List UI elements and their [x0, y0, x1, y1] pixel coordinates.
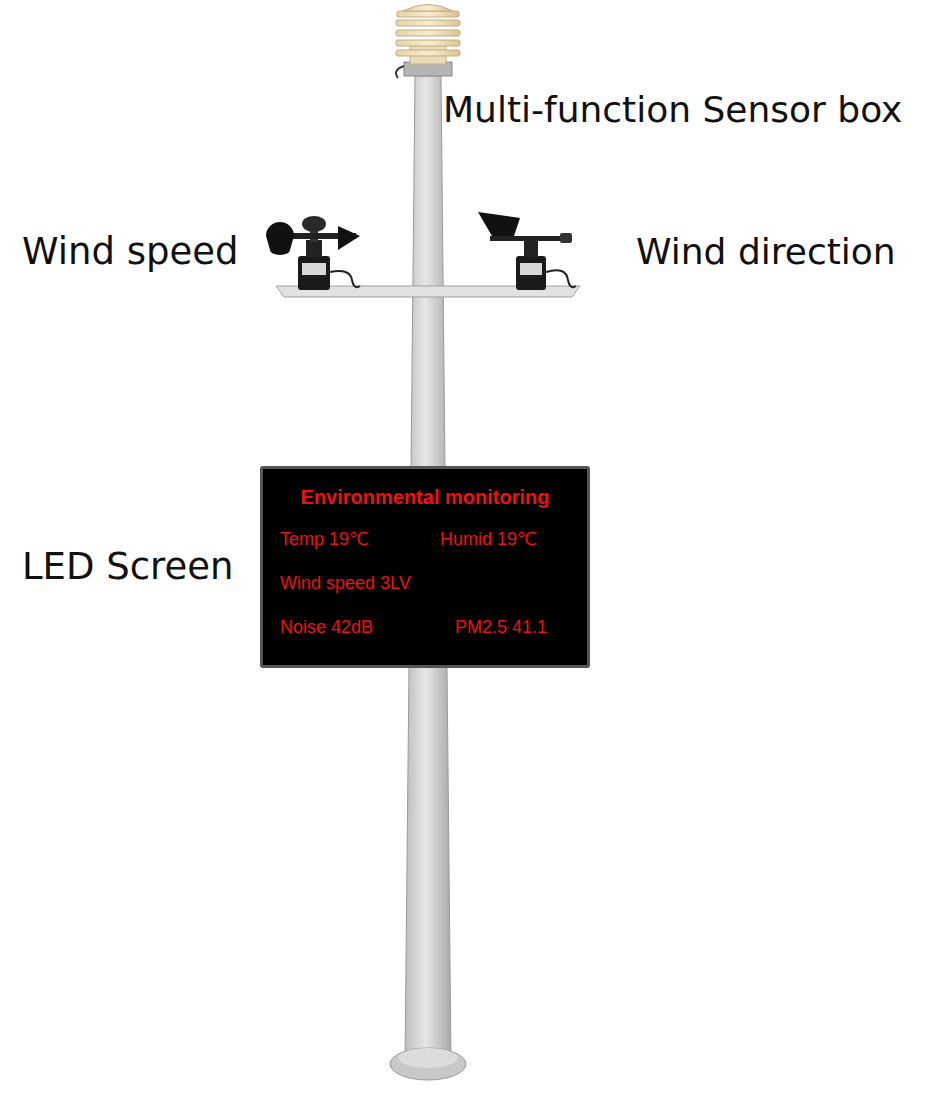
sensor-box — [396, 5, 460, 65]
screen-reading: PM2.5 41.1 — [455, 617, 547, 639]
part-label: Multi-function Sensor box — [443, 88, 902, 131]
pole-base — [390, 1048, 466, 1080]
anemometer — [266, 216, 360, 290]
led-screen: Environmental monitoringTemp 19℃ Humid 19… — [260, 466, 590, 668]
part-label: Wind speed — [22, 230, 239, 274]
pole-base-top — [398, 1048, 458, 1068]
screen-reading: Temp 19℃ — [280, 529, 369, 551]
part-label: Wind direction — [636, 230, 896, 273]
sensor-cable — [396, 66, 404, 78]
screen-reading: Noise 42dB — [280, 617, 373, 639]
screen-heading: Environmental monitoring — [263, 485, 587, 509]
screen-reading: Wind speed 3LV — [280, 573, 411, 595]
part-label: LED Screen — [22, 545, 233, 589]
screen-reading: Humid 19℃ — [440, 529, 537, 551]
wind-vane — [478, 212, 576, 290]
